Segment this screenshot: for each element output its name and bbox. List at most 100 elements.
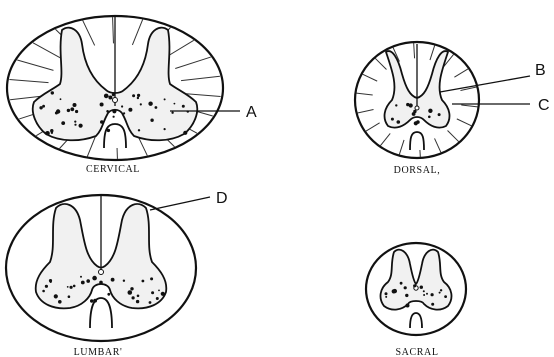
cell-cluster: [80, 276, 82, 278]
cell-cluster: [111, 278, 115, 282]
cell-cluster: [164, 98, 166, 100]
cell-cluster: [123, 280, 125, 282]
cell-cluster: [128, 108, 132, 112]
cell-cluster: [420, 286, 423, 289]
cell-cluster: [73, 103, 77, 107]
cell-cluster: [428, 109, 432, 113]
cell-cluster: [391, 118, 394, 121]
cell-cluster: [174, 103, 176, 105]
cell-cluster: [99, 281, 103, 285]
cervical-section: [7, 16, 240, 160]
cell-cluster: [385, 296, 387, 298]
cell-cluster: [67, 286, 69, 288]
cell-cluster: [113, 116, 115, 118]
cell-cluster: [70, 107, 74, 111]
cell-cluster: [79, 124, 83, 128]
cell-cluster: [395, 104, 397, 106]
cell-cluster: [137, 97, 139, 99]
cell-cluster: [104, 94, 109, 99]
cell-cluster: [75, 110, 78, 113]
cell-cluster: [393, 289, 397, 293]
cell-cluster: [100, 120, 104, 124]
dorsal-median-notch: [410, 132, 424, 150]
cell-cluster: [112, 93, 115, 96]
cell-cluster: [171, 112, 173, 114]
dorsal-section: [355, 42, 530, 158]
lumbar-central-canal: [99, 270, 104, 275]
cell-cluster: [413, 284, 416, 287]
cell-cluster: [164, 128, 166, 130]
pointer-label-a: A: [246, 104, 257, 121]
cell-cluster: [156, 297, 159, 300]
cell-cluster: [151, 291, 154, 294]
cell-cluster: [158, 290, 160, 292]
cell-cluster: [128, 290, 133, 295]
pointer-label-b: B: [535, 62, 546, 79]
cell-cluster: [45, 285, 48, 288]
cell-cluster: [136, 300, 139, 303]
cell-cluster: [67, 109, 70, 112]
cervical-label: CERVICAL: [86, 164, 140, 175]
cell-cluster: [182, 105, 185, 108]
cell-cluster: [149, 301, 152, 304]
cell-cluster: [426, 293, 428, 295]
dorsal-label: DORSAL,: [394, 165, 441, 176]
cell-cluster: [132, 296, 135, 299]
lumbar-section: [6, 195, 210, 341]
cell-cluster: [100, 103, 104, 107]
pointer-label-c: C: [538, 97, 550, 114]
cell-cluster: [440, 289, 442, 291]
cell-cluster: [60, 98, 62, 100]
cell-cluster: [423, 294, 425, 296]
cell-cluster: [130, 287, 133, 290]
cell-cluster: [148, 102, 152, 106]
sacral-section: [366, 243, 466, 335]
lumbar-label: LUMBAR': [74, 347, 123, 357]
cell-cluster: [150, 119, 153, 122]
cell-cluster: [428, 116, 431, 119]
sacral-median-notch: [410, 313, 422, 328]
cell-cluster: [90, 299, 93, 302]
cell-cluster: [405, 294, 408, 297]
cell-cluster: [107, 129, 110, 132]
cell-cluster: [107, 293, 110, 296]
cell-cluster: [51, 91, 54, 94]
cell-cluster: [431, 293, 434, 296]
cell-cluster: [112, 109, 116, 113]
cell-cluster: [45, 131, 50, 136]
cell-cluster: [414, 121, 418, 125]
cell-cluster: [74, 121, 76, 123]
cell-cluster: [81, 281, 85, 285]
cell-cluster: [412, 112, 416, 116]
cell-cluster: [39, 106, 42, 109]
cell-cluster: [121, 105, 123, 107]
cell-cluster: [431, 303, 434, 306]
cell-cluster: [108, 96, 112, 100]
cell-cluster: [73, 285, 76, 288]
cell-cluster: [138, 129, 140, 131]
sacral-label: SACRAL: [395, 347, 438, 357]
pointer-label-d: D: [216, 190, 228, 207]
cervical-central-canal: [113, 98, 118, 103]
dorsal-central-canal: [415, 106, 419, 110]
cell-cluster: [406, 304, 410, 308]
cell-cluster: [397, 120, 401, 124]
cell-cluster: [86, 279, 90, 283]
cell-cluster: [54, 294, 58, 298]
cell-cluster: [137, 295, 140, 298]
cell-cluster: [58, 300, 62, 304]
lumbar-median-notch: [90, 298, 112, 328]
cell-cluster: [132, 94, 135, 97]
cell-cluster: [439, 292, 441, 294]
cell-cluster: [50, 281, 52, 283]
cell-cluster: [68, 295, 71, 298]
cell-cluster: [93, 299, 97, 303]
cell-cluster: [123, 112, 125, 114]
cell-cluster: [423, 290, 425, 292]
cell-cluster: [404, 286, 407, 289]
cell-cluster: [438, 113, 441, 116]
cell-cluster: [140, 103, 142, 105]
cell-cluster: [55, 112, 58, 115]
cervical-median-notch: [104, 124, 126, 148]
